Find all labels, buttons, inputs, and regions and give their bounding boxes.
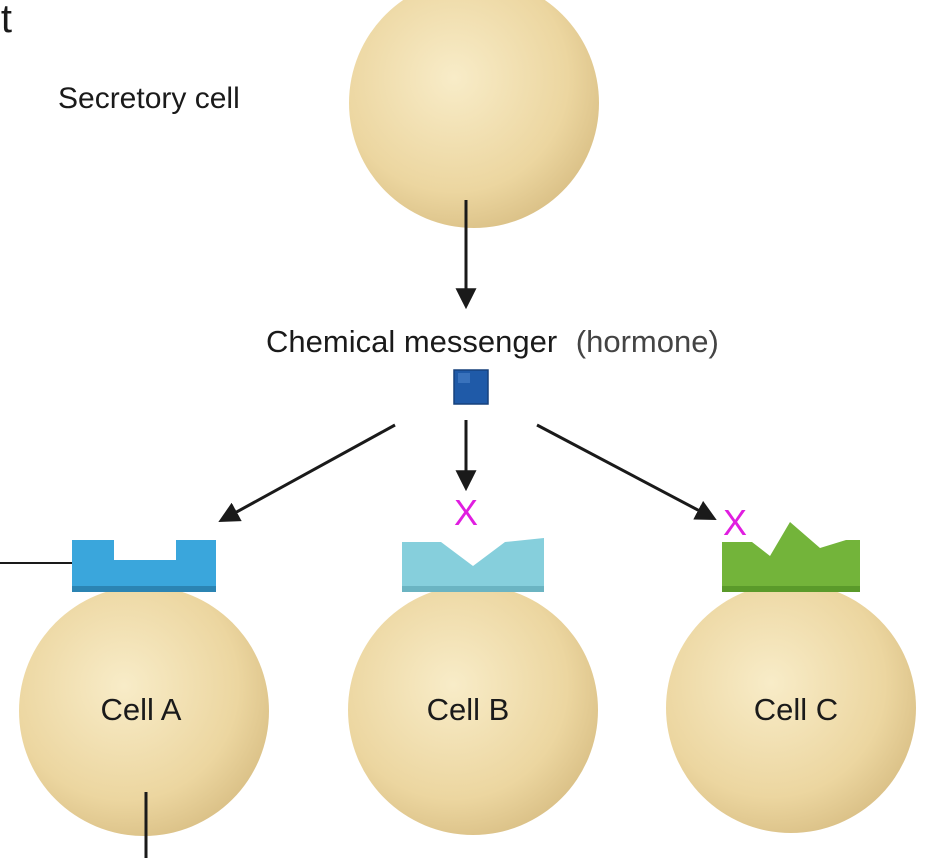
cell-c-label: Cell C <box>754 692 838 727</box>
arrow-to-cell-c <box>536 423 717 520</box>
cell-b-no-binding-mark: X <box>454 492 478 533</box>
cell-b-label: Cell B <box>427 692 510 727</box>
cell-b: Cell B X <box>348 492 598 835</box>
cell-b-body <box>348 585 598 835</box>
cell-c-receptor <box>722 522 860 592</box>
arrow-to-cell-a <box>218 423 396 523</box>
cell-b-receptor-base <box>402 586 544 592</box>
messenger-label: Chemical messenger (hormone) <box>266 324 719 359</box>
messenger-label-main: Chemical messenger <box>266 324 557 359</box>
secretory-cell <box>349 0 599 228</box>
hormone-highlight <box>458 373 470 383</box>
cell-c: Cell C X <box>666 502 916 833</box>
cell-c-body <box>666 583 916 833</box>
cell-a-receptor-base <box>72 586 216 592</box>
secretory-cell-label: Secretory cell <box>58 82 240 115</box>
cell-a-receptor <box>72 540 216 592</box>
cell-c-receptor-base <box>722 586 860 592</box>
cell-a: Cell A <box>19 540 269 836</box>
cell-c-no-binding-mark: X <box>723 502 747 543</box>
corner-text: it <box>0 0 12 41</box>
cell-a-body <box>19 586 269 836</box>
cell-b-receptor <box>402 538 544 592</box>
cell-a-label: Cell A <box>101 692 182 727</box>
messenger-label-suffix: (hormone) <box>576 324 719 359</box>
